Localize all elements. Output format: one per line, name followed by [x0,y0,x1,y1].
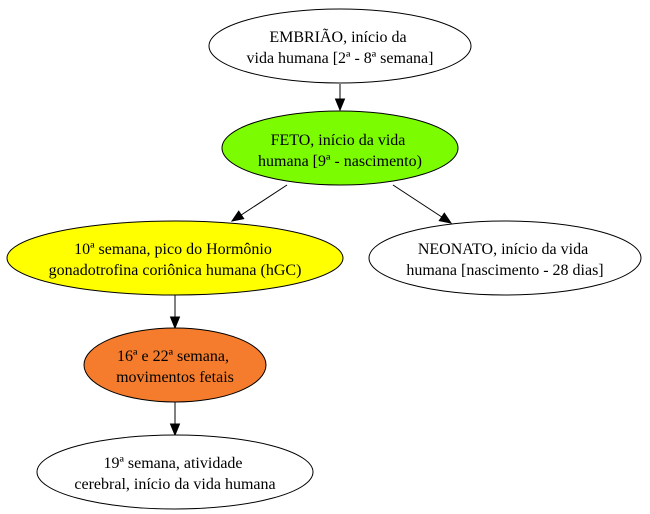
arrowhead-icon [169,423,181,437]
node-label: FETO, início da vida humana [9ª - nascim… [258,132,422,170]
edges-layer [169,84,453,437]
node-ellipse [208,8,472,84]
node-semana10: 10ª semana, pico do Hormônio gonadotrofi… [6,220,344,296]
edge-embriao-to-feto [334,84,346,112]
node-semana19: 19ª semana, atividade cerebral, início d… [36,434,314,510]
node-label-line-2: gonadotrofina coriônica humana (hGC) [49,262,302,279]
arrowhead-icon [334,98,346,112]
node-feto: FETO, início da vida humana [9ª - nascim… [221,110,459,186]
node-semana16: 16ª e 22ª semana, movimentos fetais [83,327,267,403]
node-ellipse [221,110,459,186]
arrowhead-icon [438,212,453,224]
node-label: 10ª semana, pico do Hormônio gonadotrofi… [49,241,302,279]
node-label-line-2: humana [9ª - nascimento) [258,153,422,170]
edge-feto-to-neonato [392,184,453,224]
node-neonato: NEONATO, início da vida humana [nascimen… [368,220,642,296]
node-label-line-1: EMBRIÃO, início da [269,28,406,46]
nodes-layer: EMBRIÃO, início da vida humana [2ª - 8ª … [6,8,642,510]
node-label: EMBRIÃO, início da vida humana [2ª - 8ª … [247,28,434,67]
arrowhead-icon [230,210,245,222]
node-ellipse [6,220,344,296]
node-label-line-2: humana [nascimento - 28 dias] [406,262,603,279]
node-label-line-1: 19ª semana, atividade [103,455,242,472]
node-label-line-1: 16ª e 22ª semana, [117,348,229,365]
node-ellipse [36,434,314,510]
node-label-line-2: vida humana [2ª - 8ª semana] [247,50,434,67]
arrowhead-icon [169,316,181,330]
edge-line [240,184,288,216]
edge-semana16-to-semana19 [169,402,181,437]
node-embriao: EMBRIÃO, início da vida humana [2ª - 8ª … [208,8,472,84]
node-label: 16ª e 22ª semana, movimentos fetais [116,348,234,386]
node-label-line-2: cerebral, início da vida humana [74,476,275,493]
edge-semana10-to-semana16 [169,295,181,330]
node-ellipse [368,220,642,296]
node-label: NEONATO, início da vida humana [nascimen… [406,241,603,279]
node-label: 19ª semana, atividade cerebral, início d… [74,455,275,493]
node-label-line-2: movimentos fetais [116,369,234,386]
edge-feto-to-semana10 [230,184,288,222]
node-label-line-1: NEONATO, início da vida [418,241,588,258]
node-label-line-1: FETO, início da vida [271,132,406,149]
node-ellipse [83,327,267,403]
edge-line [392,184,443,218]
node-label-line-1: 10ª semana, pico do Hormônio [74,241,272,258]
